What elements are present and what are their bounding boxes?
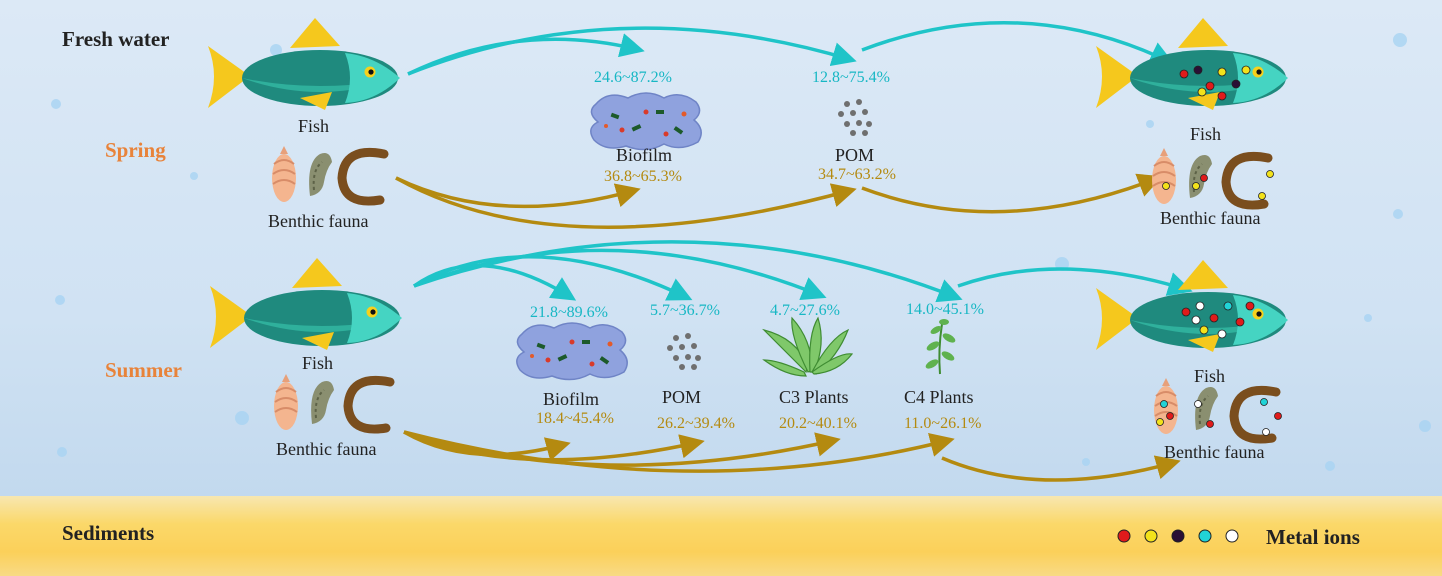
metal-ions-legend-label: Metal ions — [1266, 525, 1360, 549]
spring-target-benthic-icons — [1151, 147, 1274, 205]
summer-source-benthic-icons — [273, 373, 390, 430]
c3-plants-icon — [762, 316, 854, 377]
fresh-water-label: Fresh water — [62, 27, 170, 51]
spring-source-fish-icon — [208, 18, 400, 110]
spring-source-benthic-icons — [271, 145, 384, 202]
summer-target-benthic-label: Benthic fauna — [1164, 442, 1265, 462]
summer-fish-arrows — [413, 240, 1193, 303]
sediments-label: Sediments — [62, 521, 155, 545]
summer-source-fish-label: Fish — [302, 353, 334, 373]
metal-ion-dot — [1198, 529, 1212, 543]
summer-label: Summer — [105, 358, 182, 382]
summer-source-benthic-label: Benthic fauna — [276, 439, 377, 459]
spring-pom-benthic-value: 34.7~63.2% — [818, 166, 896, 183]
summer-source-fish-icon — [210, 258, 402, 350]
spring-source-benthic-label: Benthic fauna — [268, 211, 369, 231]
summer-target-fish-icon — [1096, 260, 1288, 352]
summer-arrow-c4-fish — [957, 267, 1193, 296]
metal-ion-dot — [1225, 529, 1239, 543]
spring-pom-fish-value: 12.8~75.4% — [812, 69, 890, 86]
summer-target-fish-label: Fish — [1194, 366, 1226, 386]
summer-target-benthic-icons — [1153, 377, 1282, 439]
spring-benthic-arrows — [395, 173, 1163, 229]
summer-arrow-fish-c4 — [413, 240, 963, 303]
spring-label: Spring — [105, 138, 166, 162]
summer-arrow-c4-benthic — [941, 455, 1181, 482]
spring-target-fish-icon — [1096, 18, 1288, 110]
summer-pom-benthic-value: 26.2~39.4% — [657, 415, 735, 432]
summer-c3-fish-value: 4.7~27.6% — [770, 302, 840, 319]
summer-arrow-fish-pom — [413, 255, 693, 301]
spring-arrow-benthic-pom — [395, 176, 857, 229]
c4-plants-icon — [925, 319, 956, 375]
summer-pom-fish-value: 5.7~36.7% — [650, 302, 720, 319]
spring-arrow-benthic-biofilm — [395, 176, 641, 209]
metal-ion-dot — [1171, 529, 1185, 543]
metal-ions-legend-dots — [1117, 529, 1239, 543]
spring-biofilm-icon — [590, 92, 702, 151]
spring-arrow-fish-pom — [407, 26, 857, 76]
spring-target-benthic-label: Benthic fauna — [1160, 208, 1261, 228]
summer-biofilm-benthic-value: 18.4~45.4% — [536, 410, 614, 427]
summer-arrow-fish-c3 — [413, 248, 827, 300]
summer-c4-benthic-value: 11.0~26.1% — [904, 415, 982, 432]
summer-biofilm-label: Biofilm — [543, 389, 600, 409]
spring-biofilm-benthic-value: 36.8~65.3% — [604, 168, 682, 185]
metal-ion-dot — [1144, 529, 1158, 543]
summer-biofilm-fish-value: 21.8~89.6% — [530, 304, 608, 321]
summer-arrow-benthic-c3 — [403, 430, 841, 467]
summer-arrow-fish-biofilm — [413, 263, 577, 301]
summer-c4-fish-value: 14.0~45.1% — [906, 301, 984, 318]
summer-pom-icon — [667, 333, 701, 370]
spring-pom-label: POM — [835, 145, 875, 165]
spring-target-fish-label: Fish — [1190, 124, 1222, 144]
summer-arrow-benthic-c4 — [403, 430, 955, 473]
metal-ion-dot — [1117, 529, 1131, 543]
summer-c3-label: C3 Plants — [779, 387, 849, 407]
spring-biofilm-fish-value: 24.6~87.2% — [594, 69, 672, 86]
spring-source-fish-label: Fish — [298, 116, 330, 136]
spring-arrow-pom-fish — [861, 21, 1175, 65]
summer-c4-label: C4 Plants — [904, 387, 974, 407]
spring-biofilm-label: Biofilm — [616, 145, 673, 165]
summer-benthic-arrows — [403, 430, 1181, 482]
spring-pom-icon — [838, 99, 872, 136]
spring-arrow-pom-benthic — [861, 173, 1163, 214]
summer-biofilm-icon — [516, 322, 628, 381]
summer-c3-benthic-value: 20.2~40.1% — [779, 415, 857, 432]
summer-pom-label: POM — [662, 387, 702, 407]
spring-fish-arrows — [407, 21, 1175, 76]
